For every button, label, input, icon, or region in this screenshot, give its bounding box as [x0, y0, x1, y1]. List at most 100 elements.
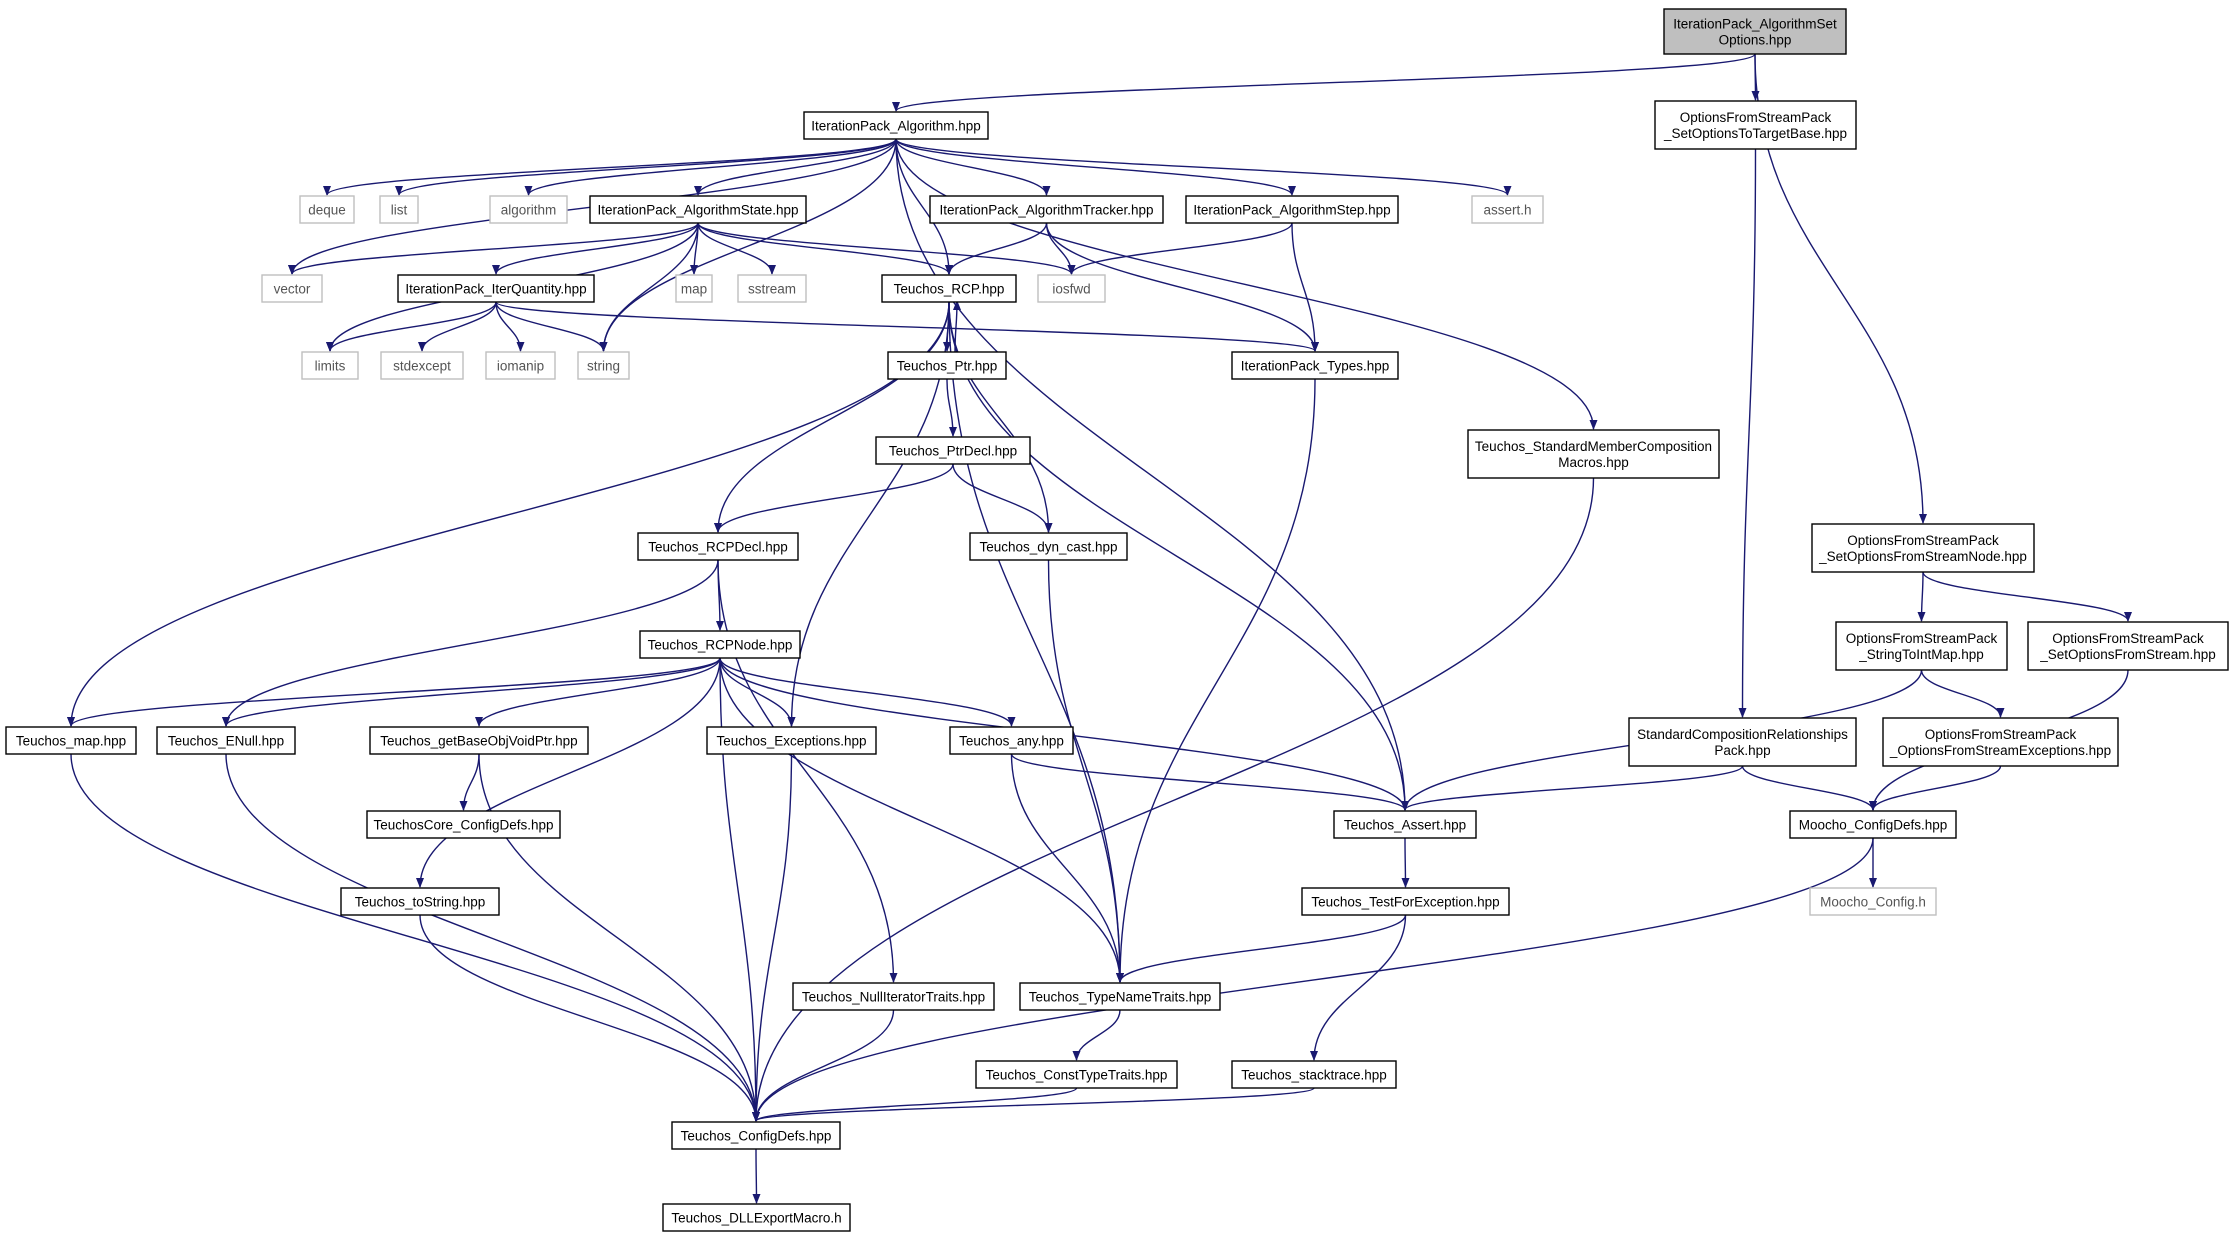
node-vector[interactable]: vector	[261, 274, 323, 303]
node-box	[1835, 621, 2008, 671]
node-configdefs[interactable]: Teuchos_ConfigDefs.hpp	[671, 1121, 841, 1150]
node-ofs_setopt[interactable]: OptionsFromStreamPack_SetOptionsFromStre…	[2027, 621, 2229, 671]
node-label: vector	[274, 282, 311, 297]
node-box	[340, 887, 500, 916]
node-ittypes[interactable]: IterationPack_Types.hpp	[1231, 351, 1399, 380]
node-label: IterationPack_Types.hpp	[1241, 359, 1390, 374]
node-iosfwd[interactable]: iosfwd	[1037, 274, 1106, 303]
node-label: _SetOptionsToTargetBase.hpp	[1663, 126, 1847, 141]
node-ofs_target[interactable]: OptionsFromStreamPack_SetOptionsToTarget…	[1654, 100, 1857, 150]
node-box	[675, 274, 713, 303]
node-label: Teuchos_Ptr.hpp	[897, 359, 998, 374]
node-box	[1654, 100, 1857, 150]
node-algorithm[interactable]: IterationPack_Algorithm.hpp	[803, 111, 989, 140]
edge-testforexc-to-typename	[1116, 914, 1407, 983]
node-dllexport[interactable]: Teuchos_DLLExportMacro.h	[662, 1203, 851, 1232]
node-getbase[interactable]: Teuchos_getBaseObjVoidPtr.hpp	[369, 726, 589, 755]
node-deque[interactable]: deque	[299, 195, 355, 224]
node-exceptions[interactable]: Teuchos_Exceptions.hpp	[706, 726, 877, 755]
node-box	[1467, 429, 1720, 479]
node-algtracker[interactable]: IterationPack_AlgorithmTracker.hpp	[929, 195, 1164, 224]
edge-algstate-to-iterqty	[492, 222, 699, 275]
node-label: IterationPack_AlgorithmTracker.hpp	[939, 203, 1153, 218]
node-algorithm_h[interactable]: algorithm	[489, 195, 568, 224]
node-label: Teuchos_Assert.hpp	[1344, 818, 1466, 833]
node-nulliter[interactable]: Teuchos_NullIteratorTraits.hpp	[792, 982, 995, 1011]
edge-iterqty-to-stdexcept	[418, 301, 497, 352]
node-enull[interactable]: Teuchos_ENull.hpp	[156, 726, 296, 755]
node-consttype[interactable]: Teuchos_ConstTypeTraits.hpp	[975, 1060, 1178, 1089]
node-dyncast[interactable]: Teuchos_dyn_cast.hpp	[969, 532, 1128, 561]
edge-algtracker-to-iosfwd	[1045, 222, 1076, 275]
edge-algstep-to-ittypes	[1291, 222, 1319, 352]
node-box	[639, 630, 801, 659]
edge-stdmember-to-configdefs	[752, 477, 1595, 1122]
node-box	[380, 351, 464, 380]
node-box	[1185, 195, 1399, 224]
edge-rcp-to-rcpdecl	[714, 301, 950, 533]
node-ofs_node[interactable]: OptionsFromStreamPack_SetOptionsFromStre…	[1811, 523, 2035, 573]
node-label: iosfwd	[1052, 282, 1090, 297]
node-label: Pack.hpp	[1714, 743, 1770, 758]
node-ofs_strmap[interactable]: OptionsFromStreamPack_StringToIntMap.hpp	[1835, 621, 2008, 671]
node-rcpdecl[interactable]: Teuchos_RCPDecl.hpp	[637, 532, 799, 561]
node-sstream[interactable]: sstream	[737, 274, 807, 303]
node-list[interactable]: list	[379, 195, 419, 224]
node-label: Teuchos_map.hpp	[16, 734, 126, 749]
node-stacktrace[interactable]: Teuchos_stacktrace.hpp	[1231, 1060, 1397, 1089]
node-label: assert.h	[1483, 203, 1531, 218]
edge-ofs_node-to-ofs_strmap	[1917, 571, 1926, 622]
node-algstate[interactable]: IterationPack_AlgorithmState.hpp	[589, 195, 807, 224]
edge-ptr-to-ptrdecl	[946, 378, 957, 437]
node-ptrdecl[interactable]: Teuchos_PtrDecl.hpp	[875, 436, 1031, 465]
node-algstep[interactable]: IterationPack_AlgorithmStep.hpp	[1185, 195, 1399, 224]
node-rcpnode[interactable]: Teuchos_RCPNode.hpp	[639, 630, 801, 659]
edge-algstate-to-vector	[288, 222, 699, 275]
edge-stdcomp-to-moochoconfig	[1741, 765, 1877, 811]
node-ptr[interactable]: Teuchos_Ptr.hpp	[887, 351, 1007, 380]
node-rcp[interactable]: Teuchos_RCP.hpp	[881, 274, 1017, 303]
node-any[interactable]: Teuchos_any.hpp	[949, 726, 1074, 755]
edge-ofs_exc-to-moochoconfig	[1869, 765, 2002, 811]
node-box	[929, 195, 1164, 224]
node-moochoconfig[interactable]: Moocho_ConfigDefs.hpp	[1789, 810, 1957, 839]
edge-any-to-tassert	[1010, 753, 1409, 811]
edge-iterqty-to-iomanip	[495, 301, 525, 352]
edge-algstate-to-rcp	[697, 222, 953, 275]
edge-rcpnode-to-tmap	[67, 657, 721, 727]
node-label: list	[391, 203, 408, 218]
node-box	[379, 195, 419, 224]
node-testforexc[interactable]: Teuchos_TestForException.hpp	[1301, 887, 1510, 916]
node-layer: IterationPack_AlgorithmSetOptions.hppIte…	[5, 8, 2229, 1232]
edge-ofs_node-to-ofs_setopt	[1922, 571, 2132, 622]
node-label: map	[681, 282, 707, 297]
node-iomanip[interactable]: iomanip	[485, 351, 556, 380]
node-limits[interactable]: limits	[301, 351, 359, 380]
node-tmap[interactable]: Teuchos_map.hpp	[5, 726, 137, 755]
edge-iterqty-to-ittypes	[495, 301, 1319, 352]
node-tostring[interactable]: Teuchos_toString.hpp	[340, 887, 500, 916]
node-moocho_h[interactable]: Moocho_Config.h	[1809, 887, 1937, 916]
node-string[interactable]: string	[577, 351, 630, 380]
node-coreconfig[interactable]: TeuchosCore_ConfigDefs.hpp	[366, 810, 561, 839]
edge-rcpnode-to-typename	[719, 657, 1124, 983]
node-label: _SetOptionsFromStreamNode.hpp	[1818, 549, 2027, 564]
node-iterqty[interactable]: IterationPack_IterQuantity.hpp	[397, 274, 595, 303]
node-tassert[interactable]: Teuchos_Assert.hpp	[1333, 810, 1477, 839]
node-box	[1811, 523, 2035, 573]
node-ofs_exc[interactable]: OptionsFromStreamPack_OptionsFromStreamE…	[1882, 717, 2119, 767]
edge-algstate-to-string	[599, 222, 699, 352]
node-map_h[interactable]: map	[675, 274, 713, 303]
edge-enull-to-configdefs	[225, 753, 760, 1122]
node-box	[1882, 717, 2119, 767]
node-stdexcept[interactable]: stdexcept	[380, 351, 464, 380]
node-label: limits	[315, 359, 346, 374]
node-assert_h[interactable]: assert.h	[1471, 195, 1544, 224]
edge-ptrdecl-to-dyncast	[952, 463, 1053, 533]
node-stdmember[interactable]: Teuchos_StandardMemberCompositionMacros.…	[1467, 429, 1720, 479]
edge-iterqty-to-string	[495, 301, 608, 352]
node-typename[interactable]: Teuchos_TypeNameTraits.hpp	[1019, 982, 1221, 1011]
edge-rcpnode-to-getbase	[475, 657, 721, 727]
